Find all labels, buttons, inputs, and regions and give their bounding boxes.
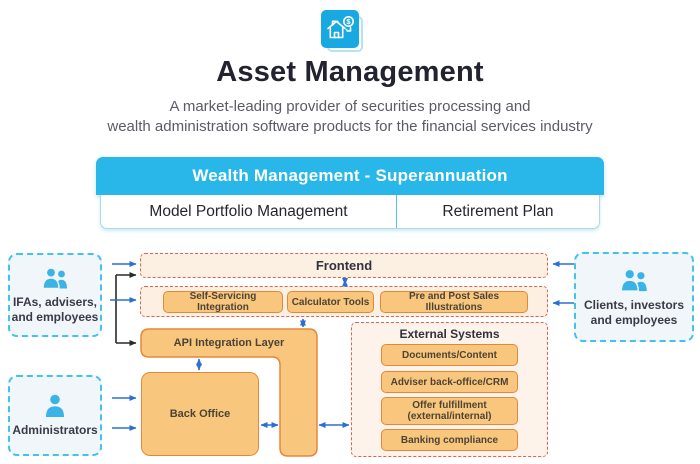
banner-row: Model Portfolio Management Retirement Pl… (100, 195, 600, 229)
person-icon (46, 394, 64, 417)
external-item-adviser-back-office-crm: Adviser back-office/CRM (381, 371, 518, 393)
module-self-servicing-integration: Self-Servicing Integration (163, 291, 283, 313)
module-pre-post-sales-illustrations: Pre and Post Sales Illustrations (380, 291, 528, 313)
house-finance-icon-art: $ (327, 16, 354, 39)
back-office-box: Back Office (141, 372, 259, 456)
black-bracket-connector (115, 272, 137, 346)
actor-clients-label-line2: and employees (590, 312, 678, 327)
actor-clients-label-line1: Clients, investors (583, 297, 685, 312)
people-icon (42, 266, 67, 289)
page-subtitle-line1: A market-leading provider of securities … (169, 98, 531, 115)
svg-text:$: $ (346, 17, 351, 26)
external-item-banking-compliance: Banking compliance (381, 429, 518, 451)
actor-administrators-box: Administrators (8, 375, 102, 456)
actor-ifas-label-line2: and employees (11, 309, 99, 324)
people-icon (620, 268, 647, 292)
module-calculator-tools: Calculator Tools (287, 291, 374, 313)
banner-item-retirement-plan: Retirement Plan (442, 202, 554, 220)
page-subtitle: A market-leading provider of securities … (0, 97, 700, 136)
actor-ifas-box: IFAs, advisers, and employees (8, 253, 102, 337)
actor-clients-label: Clients, investors and employees (584, 298, 684, 328)
actor-clients-box: Clients, investors and employees (574, 252, 694, 342)
page-title: Asset Management (216, 56, 484, 88)
frontend-box: Frontend (140, 253, 548, 278)
external-item-offer-fulfillment: Offer fulfillment (external/internal) (381, 397, 518, 425)
actor-administrators-label: Administrators (12, 423, 98, 437)
external-item-documents-content: Documents/Content (381, 344, 518, 366)
page-subtitle-line2: wealth administration software products … (107, 117, 593, 135)
house-finance-icon: $ (321, 10, 359, 48)
api-integration-layer-label: API Integration Layer (173, 337, 285, 349)
banner-item-model-portfolio: Model Portfolio Management (101, 195, 397, 228)
actor-ifas-label-line1: IFAs, advisers, (12, 294, 98, 309)
external-systems-title: External Systems (399, 327, 500, 341)
actor-ifas-label: IFAs, advisers, and employees (12, 295, 99, 325)
banner-title: Wealth Management - Superannuation (96, 157, 604, 195)
